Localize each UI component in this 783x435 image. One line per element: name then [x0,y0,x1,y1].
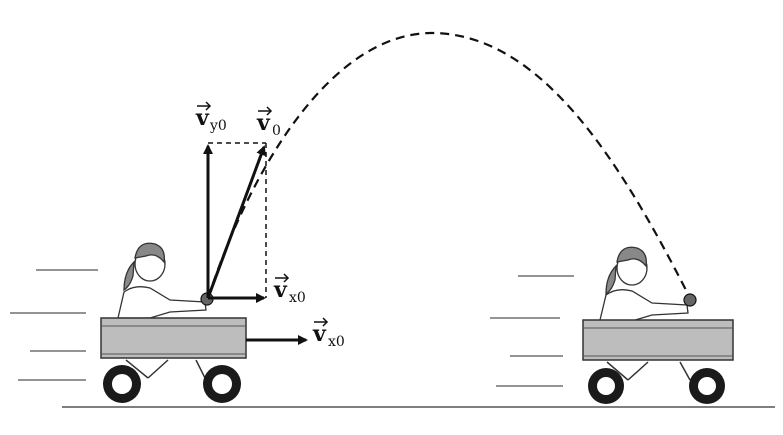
label-v-y0: v y0 [195,101,227,134]
ball-right [683,293,697,307]
label-v-x0-wagon: v x0 [312,317,345,350]
left-wagon-with-girl [100,242,247,403]
wagon-body-left [100,317,247,359]
right-wagon-with-girl [582,246,734,404]
girl-figure-left [117,242,207,319]
label-v-0: v 0 [256,106,281,139]
label-v-x0-ball-symbol: v [273,277,288,303]
label-v-0-subscript: 0 [272,123,281,139]
label-v-y0-subscript: y0 [209,118,227,134]
label-v-0-symbol: v [256,110,271,136]
speed-lines-right [490,275,574,387]
wheel-left-front [103,365,141,403]
vector-v-0-arrow [206,145,266,299]
girl-figure-right [599,246,689,322]
wagon-body-right [582,319,734,361]
label-v-x0-ball-subscript: x0 [289,290,306,306]
wheel-right-rear [689,368,725,404]
label-v-x0-wagon-subscript: x0 [328,334,345,350]
label-v-y0-symbol: v [195,105,210,131]
label-v-x0-ball: v x0 [273,273,306,306]
wheel-left-rear [203,365,241,403]
speed-lines-left [10,269,98,381]
trajectory-path [206,31,691,299]
wheel-right-front [588,368,624,404]
component-guides [208,142,267,298]
label-v-x0-wagon-symbol: v [312,321,327,347]
